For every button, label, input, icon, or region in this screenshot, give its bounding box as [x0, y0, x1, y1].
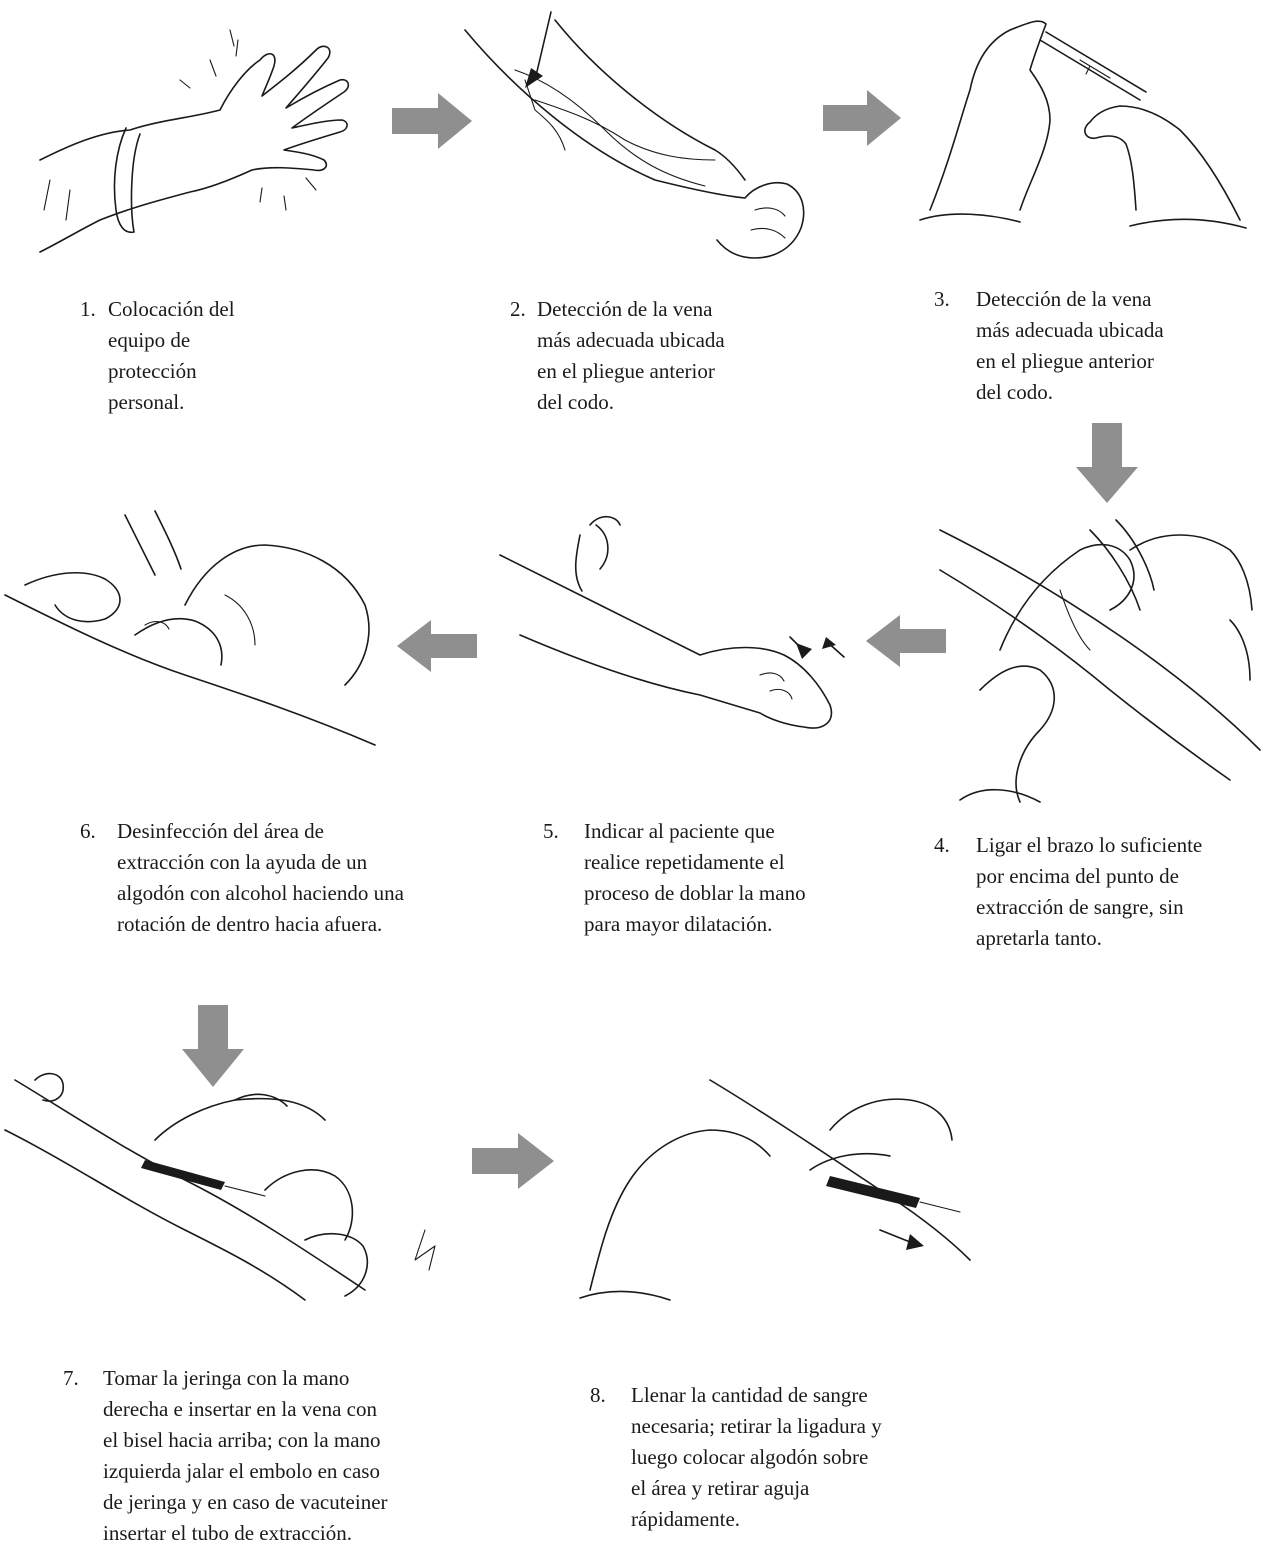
block-arrow-icon [392, 93, 472, 149]
step3-text: Detección de la vena más adecuada ubicad… [976, 284, 1234, 408]
step6-caption: 6. Desinfección del área de extracción c… [80, 816, 500, 940]
step1-gloved-hand-illustration [30, 20, 360, 270]
step2-text: Detección de la vena más adecuada ubicad… [537, 294, 810, 418]
step4-tourniquet-tying-illustration [940, 490, 1270, 810]
step8-number: 8. [590, 1380, 606, 1411]
step3-gloved-hands-syringe-illustration [910, 10, 1260, 240]
step4-caption: 4. Ligar el brazo lo suficiente por enci… [934, 830, 1271, 954]
step7-number: 7. [63, 1363, 79, 1394]
step1-text: Colocación del equipo de protección pers… [108, 294, 340, 418]
step4-number: 4. [934, 830, 950, 861]
step7-text: Tomar la jeringa con la mano derecha e i… [103, 1363, 483, 1549]
step8-caption: 8. Llenar la cantidad de sangre necesari… [590, 1380, 990, 1535]
block-arrow-icon [866, 615, 946, 667]
block-arrow-icon [472, 1133, 554, 1189]
step5-caption: 5. Indicar al paciente que realice repet… [543, 816, 863, 940]
step5-fist-pumping-illustration [500, 495, 860, 755]
step6-disinfection-swab-illustration [5, 505, 385, 765]
step1-number: 1. [80, 294, 96, 325]
step3-caption: 3. Detección de la vena más adecuada ubi… [934, 284, 1234, 408]
step8-needle-withdrawal-illustration [560, 1070, 980, 1300]
step3-number: 3. [934, 284, 950, 315]
step8-text: Llenar la cantidad de sangre necesaria; … [631, 1380, 990, 1535]
step2-caption: 2. Detección de la vena más adecuada ubi… [510, 294, 810, 418]
block-arrow-icon [397, 620, 477, 672]
step5-text: Indicar al paciente que realice repetida… [584, 816, 863, 940]
step2-forearm-vein-illustration [455, 10, 815, 275]
step2-number: 2. [510, 294, 526, 325]
step6-number: 6. [80, 816, 96, 847]
step1-caption: 1. Colocación del equipo de protección p… [80, 294, 340, 418]
step7-caption: 7. Tomar la jeringa con la mano derecha … [63, 1363, 483, 1549]
step4-text: Ligar el brazo lo suficiente por encima … [976, 830, 1271, 954]
step5-number: 5. [543, 816, 559, 847]
step6-text: Desinfección del área de extracción con … [117, 816, 500, 940]
block-arrow-icon [182, 1005, 244, 1087]
block-arrow-icon [823, 90, 901, 146]
step7-syringe-insertion-illustration [5, 1060, 445, 1310]
block-arrow-icon [1076, 423, 1138, 503]
